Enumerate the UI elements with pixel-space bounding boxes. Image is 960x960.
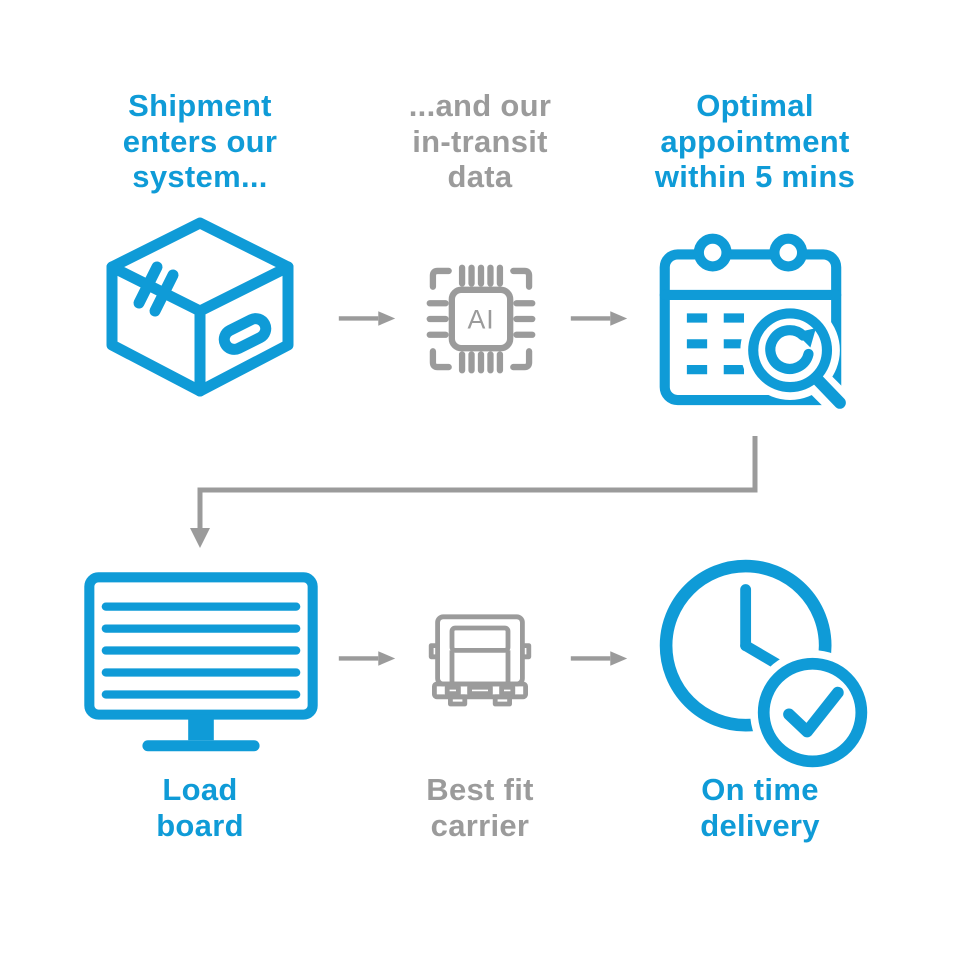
clock-check-icon [648,548,874,774]
package-box-icon [90,205,310,415]
label-in-transit-data: ...and our in-transit data [408,88,552,195]
flow-arrow-right-icon [570,308,628,329]
truck-icon [428,604,532,724]
label-optimal-appointment: Optimal appointment within 5 mins [654,88,856,195]
ai-chip-text: AI [468,304,495,334]
label-best-fit-carrier: Best fit carrier [426,772,534,843]
label-shipment-enters-system: Shipment enters our system... [122,88,278,195]
calendar-search-icon [650,212,862,424]
flow-arrow-right-icon [338,648,396,669]
label-load-board: Load board [156,772,244,843]
ai-chip-icon: AI [414,252,548,386]
flow-arrow-right-icon [570,648,628,669]
flow-connector-down-icon [190,436,770,554]
label-on-time-delivery: On time delivery [700,772,820,843]
load-board-monitor-icon [82,570,320,767]
flow-arrow-right-icon [338,308,396,329]
